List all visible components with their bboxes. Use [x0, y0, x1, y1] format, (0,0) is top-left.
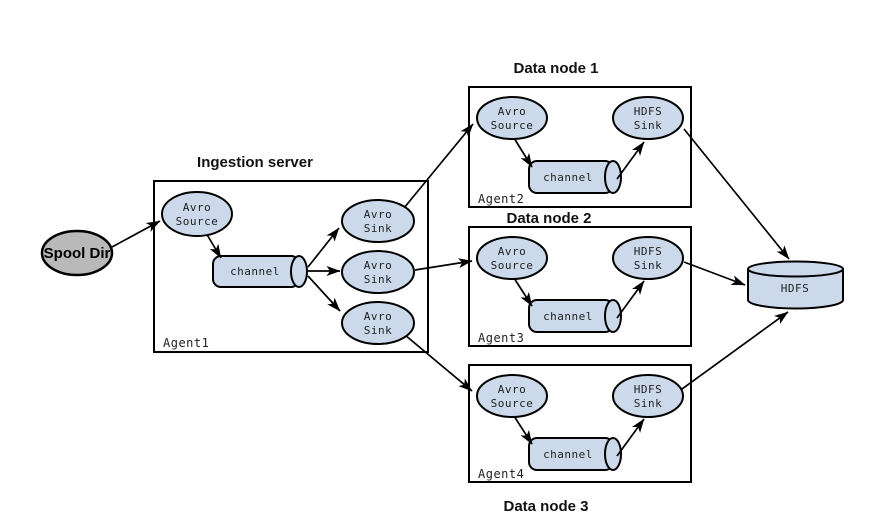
agent3-source-label-line2: Source: [491, 259, 534, 272]
agent2-channel-label: channel: [543, 171, 593, 184]
arrow-agent4-channel-to-sink: [616, 418, 645, 457]
agent4-label: Agent4: [478, 467, 524, 481]
agent1-sink1-label-line2: Sink: [364, 222, 393, 235]
arrow-agent4-sink-to-hdfs: [681, 311, 789, 390]
arrow-agent3-sink-to-hdfs: [683, 261, 746, 286]
data-node-1-title: Data node 1: [513, 60, 598, 77]
agent2-label: Agent2: [478, 192, 524, 206]
agent3-hdfs-sink-node: [612, 236, 684, 280]
agent1-avro-sink2-node: [341, 250, 415, 294]
agent2-channel-node: [528, 160, 622, 194]
arrow-agent1-channel-to-sink3: [307, 275, 341, 312]
hdfs-label: HDFS: [781, 282, 810, 295]
arrow-agent3-channel-to-sink: [616, 280, 645, 319]
arrow-agent1-channel-to-sink1: [307, 227, 340, 268]
agent4-source-label-line2: Source: [491, 397, 534, 410]
agent2-source-label-line1: Avro: [498, 105, 527, 118]
agent1-avro-source-node: [161, 191, 233, 237]
arrow-agent2-channel-to-sink: [616, 141, 645, 180]
agent1-channel-cap: [290, 255, 308, 288]
agent4-sink-label-line2: Sink: [634, 397, 663, 410]
agent4-source-label-line1: Avro: [498, 383, 527, 396]
agent1-channel-label: channel: [230, 265, 280, 278]
arrow-agent4-source-to-channel: [513, 415, 533, 445]
hdfs-cylinder-top: [747, 260, 844, 278]
agent3-sink-label-line2: Sink: [634, 259, 663, 272]
arrow-agent2-source-to-channel: [513, 137, 533, 168]
agent1-sink3-label-line2: Sink: [364, 324, 393, 337]
agent1-sink2-label-line2: Sink: [364, 273, 393, 286]
arrow-agent1-source-to-channel: [205, 232, 222, 259]
agent3-channel-label: channel: [543, 310, 593, 323]
agent2-hdfs-sink-node: [612, 96, 684, 140]
hdfs-cylinder-body: [747, 268, 844, 310]
arrow-spool-to-agent1-source: [111, 220, 161, 248]
agent2-source-label-line2: Source: [491, 119, 534, 132]
hdfs-node: [747, 260, 844, 310]
spool-dir-node: [40, 229, 114, 277]
agent3-channel-node: [528, 299, 622, 333]
agent1-avro-sink1-node: [341, 199, 415, 243]
agent2-channel-cap: [604, 160, 622, 194]
agent3-channel-cap: [604, 299, 622, 333]
agent1-channel-node: [212, 255, 308, 288]
agent1-label: Agent1: [163, 336, 209, 350]
agent4-sink-label-line1: HDFS: [634, 383, 663, 396]
agent4-avro-source-node: [476, 374, 548, 418]
agent3-source-label-line1: Avro: [498, 245, 527, 258]
agent2-avro-source-node: [476, 96, 548, 140]
data-node-3-title: Data node 3: [503, 498, 588, 515]
agent3-label: Agent3: [478, 331, 524, 345]
arrow-sink3-to-agent4-source: [404, 334, 473, 392]
arrow-sink1-to-agent2-source: [403, 123, 474, 209]
agent3-avro-source-node: [476, 236, 548, 280]
agent1-avro-sink3-node: [341, 301, 415, 345]
arrow-sink2-to-agent3-source: [414, 258, 473, 271]
agent1-sink1-label-line1: Avro: [364, 208, 393, 221]
agent4-channel-node: [528, 437, 622, 471]
agent4-channel-label: channel: [543, 448, 593, 461]
agent4-hdfs-sink-node: [612, 374, 684, 418]
agent1-source-label-line1: Avro: [183, 201, 212, 214]
agent3-sink-label-line1: HDFS: [634, 245, 663, 258]
agent2-sink-label-line1: HDFS: [634, 105, 663, 118]
agent1-sink3-label-line1: Avro: [364, 310, 393, 323]
arrow-agent2-sink-to-hdfs: [683, 128, 790, 260]
data-node-2-title: Data node 2: [506, 210, 591, 227]
ingestion-server-title: Ingestion server: [197, 154, 313, 171]
agent1-sink2-label-line1: Avro: [364, 259, 393, 272]
agent1-source-label-line2: Source: [176, 215, 219, 228]
agent4-channel-cap: [604, 437, 622, 471]
spool-dir-label: Spool Dir: [44, 245, 111, 262]
agent2-sink-label-line2: Sink: [634, 119, 663, 132]
arrow-agent3-source-to-channel: [513, 277, 533, 307]
